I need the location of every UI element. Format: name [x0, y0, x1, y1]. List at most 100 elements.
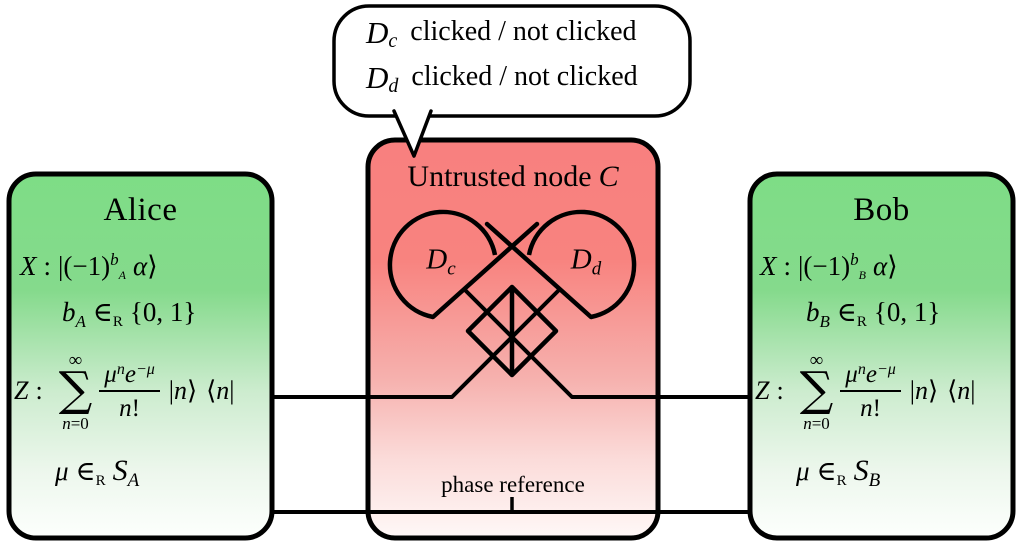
ket-open: |(−1)	[58, 251, 111, 281]
set-s-sub: B	[868, 470, 881, 491]
alice-b-random: bA∈R{0, 1}	[62, 297, 196, 332]
lower-limit: n=0	[803, 415, 830, 432]
bar: |	[168, 376, 174, 406]
label: phase reference	[441, 472, 585, 497]
exponent-sub: B	[858, 268, 866, 282]
bubble-line-text: clicked / not clicked	[411, 61, 638, 93]
index-var: n	[62, 413, 71, 433]
bit-sub: B	[819, 312, 830, 331]
index-eq: =0	[70, 413, 89, 433]
lower-limit: n=0	[62, 415, 89, 432]
bit-sub: A	[75, 312, 86, 331]
projector: |n⟩⟨n|	[169, 376, 235, 406]
numerator: μne−μ	[840, 360, 901, 392]
bit-var: b	[62, 297, 76, 327]
n: n	[860, 394, 873, 422]
projector: |n⟩⟨n|	[910, 376, 976, 406]
n: n	[119, 394, 132, 422]
alice-title: Alice	[9, 192, 272, 230]
mu: μ	[104, 360, 117, 388]
in-symbol: ∈	[816, 456, 837, 486]
n: n	[957, 376, 971, 406]
n: n	[173, 376, 187, 406]
in-symbol: ∈	[836, 297, 857, 327]
alice-box	[6, 171, 275, 541]
denominator: n!	[119, 392, 140, 421]
ket-open: |(−1)	[798, 251, 851, 281]
bob-box	[747, 171, 1016, 541]
index-eq: =0	[811, 413, 830, 433]
set-s: S	[853, 454, 869, 487]
exponent: b	[850, 250, 859, 269]
colon: :	[35, 376, 43, 406]
colon: :	[776, 376, 784, 406]
detector-var: D	[366, 59, 389, 95]
rangle: ⟩	[927, 376, 939, 406]
mu-exp: n	[857, 360, 866, 378]
bubble-line-text: clicked / not clicked	[410, 16, 637, 48]
basis-label: X	[20, 251, 37, 281]
bit-var: b	[806, 297, 820, 327]
bar: |	[909, 376, 915, 406]
sub: c	[447, 258, 456, 280]
e: e	[865, 360, 877, 388]
langle: ⟨	[206, 376, 217, 406]
in-sub: R	[856, 314, 867, 330]
infinity: ∞	[809, 350, 824, 371]
in-symbol: ∈	[92, 297, 113, 327]
bar: |	[970, 376, 976, 406]
exponent: b	[110, 250, 119, 269]
detector-dc-window	[430, 221, 540, 320]
mu-var: μ	[55, 456, 69, 486]
e-exp: −μ	[876, 360, 896, 378]
title-text: Untrusted node	[407, 160, 592, 193]
in-sub: R	[836, 473, 847, 489]
detector-sub: c	[388, 30, 398, 52]
bar: |	[229, 376, 235, 406]
sigma: ∑	[58, 362, 93, 417]
alpha: α	[132, 251, 148, 281]
detector-dc-icon	[387, 209, 498, 320]
alice-channel-beam	[270, 286, 563, 399]
mu: μ	[845, 360, 858, 388]
in-symbol: ∈	[75, 456, 96, 486]
var: D	[570, 243, 592, 276]
name: Bob	[853, 192, 910, 228]
n: n	[216, 376, 230, 406]
sub: d	[591, 258, 602, 280]
var: D	[426, 243, 448, 276]
sigma: ∑	[799, 362, 834, 417]
summation: ∞∑n=0	[59, 351, 93, 432]
denominator: n!	[860, 392, 881, 421]
mu-var: μ	[796, 456, 810, 486]
detector-sub: d	[388, 75, 399, 97]
basis-label: Z	[14, 376, 29, 406]
name: Alice	[103, 192, 178, 228]
mu-exp: n	[116, 360, 125, 378]
rangle: ⟩	[186, 376, 198, 406]
factorial: !	[131, 394, 140, 422]
in-sub: R	[95, 473, 106, 489]
e: e	[124, 360, 136, 388]
n: n	[914, 376, 928, 406]
basis-label: Z	[755, 376, 770, 406]
detector-dd-icon	[526, 209, 637, 320]
ket-close: ⟩	[147, 251, 158, 281]
set: {0, 1}	[129, 297, 197, 327]
set: {0, 1}	[873, 297, 941, 327]
colon: :	[43, 251, 52, 281]
phase-reference-label: phase reference	[368, 472, 658, 498]
